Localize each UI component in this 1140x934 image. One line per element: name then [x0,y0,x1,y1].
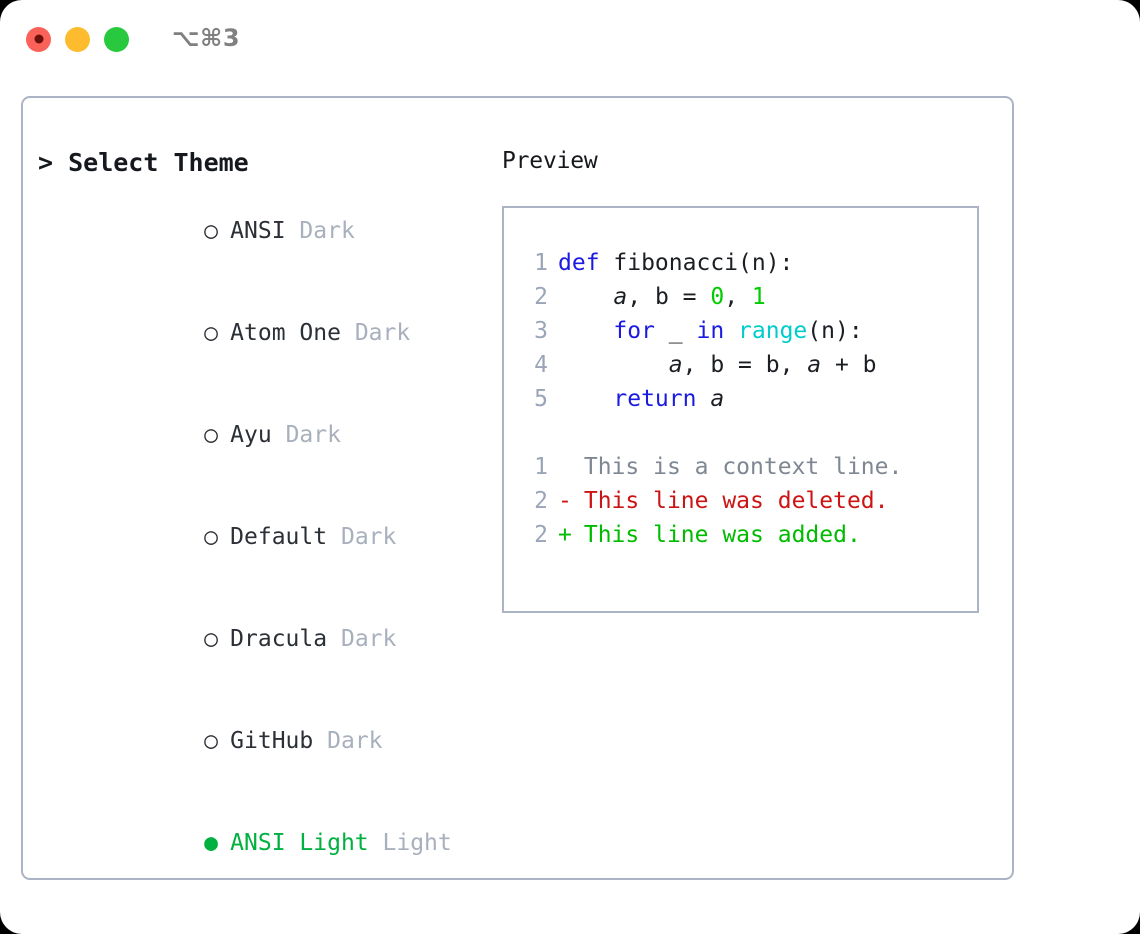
code-token-keyword: def [558,250,614,276]
radio-icon: ○ [204,218,219,244]
theme-kind [286,218,300,244]
theme-list-item[interactable]: ○ Default Dark [38,486,478,588]
theme-kind-label: Dark [340,626,397,652]
diff-line-context: 1 This is a context line. [512,450,971,484]
diff-text: This line was deleted. [583,488,889,514]
title-bar: ⌥⌘3 [0,0,1140,78]
code-diff-separator [512,416,971,450]
card-columns: > Select Theme ○ ANSI Dark ○ Atom One Dark… [23,98,1012,934]
theme-kind-label: Dark [340,524,397,550]
diff-line-added: 2 + This line was added. [512,518,971,552]
diff-marker [558,450,570,484]
diff-line-deleted: 2- This line was deleted. [512,484,971,518]
line-number: 4 [534,352,548,378]
theme-name: Ayu [230,422,272,448]
close-button[interactable] [26,26,51,52]
theme-list-item[interactable]: ○Ayu Light Light [38,894,478,934]
line-number: 5 [534,386,548,412]
code-token-number: 1 [751,284,766,310]
theme-list-item[interactable]: ○ ANSI Dark [38,180,478,282]
theme-list-pane: > Select Theme ○ ANSI Dark ○ Atom One Dark… [38,146,478,934]
theme-list-item[interactable]: ○ Atom One Dark [38,282,478,384]
code-sample: 1 def fibonacci(n): 2 a, b = 0, 1 3 for _… [512,246,971,552]
code-indent [558,318,613,344]
keyboard-shortcut-label: ⌥⌘3 [172,24,241,52]
code-indent [558,352,669,378]
theme-name: ANSI [230,218,286,244]
theme-list-item-selected[interactable]: ● ANSI Light Light [38,792,478,894]
radio-icon: ○ [204,524,219,550]
line-number: 1 [534,454,548,480]
code-token: b [654,284,669,310]
radio-icon: ○ [204,320,219,346]
code-token [696,386,710,412]
radio-icon: ○ [204,626,219,652]
preview-title: Preview [502,148,598,174]
code-line: 5 return a [512,382,971,416]
minimize-button[interactable] [65,26,90,52]
code-token: (n): [807,318,863,344]
code-token: , b = b, [682,352,808,378]
line-number: 2 [534,284,548,310]
theme-list-item[interactable]: ○ Dracula Dark [38,588,478,690]
theme-name: Default [230,524,328,550]
line-number: 1 [534,250,548,276]
code-indent [558,284,613,310]
theme-list: ○ ANSI Dark ○ Atom One Dark ○ Ayu Dark ○ Def… [38,180,478,934]
theme-name: ANSI Light [230,830,369,856]
radio-icon: ○ [204,928,230,934]
code-token-number: 0 [710,284,725,310]
code-token: = [668,284,711,310]
code-indent [558,386,613,412]
code-line: 4 a, b = b, a + b [512,348,971,382]
zoom-button[interactable] [104,26,129,52]
preview-pane: Preview 1 def fibonacci(n): 2 a, b = 0, 1… [502,146,992,613]
code-token [724,318,738,344]
code-line: 2 a, b = 0, 1 [512,280,971,314]
theme-name: GitHub [230,728,314,754]
select-theme-prompt: > Select Theme [38,148,249,177]
theme-kind-label: Light [369,932,438,934]
theme-name: Ayu Light [230,932,355,934]
code-token-variable: a [807,352,822,378]
code-token-function: range [738,318,808,344]
theme-kind-label: Dark [285,422,341,448]
code-token: , [724,284,752,310]
diff-text: This line was added. [583,522,861,548]
code-token: _ [654,318,697,344]
theme-name: Dracula [230,626,328,652]
code-token-variable: a [613,284,628,310]
code-token: , [627,284,655,310]
traffic-light-group [26,26,129,52]
radio-icon: ○ [204,728,219,754]
theme-list-item[interactable]: ○ Ayu Dark [38,384,478,486]
code-token-keyword: in [696,318,725,344]
preview-box: 1 def fibonacci(n): 2 a, b = 0, 1 3 for _… [502,206,979,613]
diff-marker: + [558,522,572,548]
diff-text: This is a context line. [583,454,903,480]
diff-marker: - [558,488,572,514]
theme-list-item[interactable]: ○ GitHub Dark [38,690,478,792]
line-number: 2 [534,522,548,548]
theme-kind-label: Dark [327,728,383,754]
theme-kind-label: Dark [299,218,355,244]
code-line: 3 for _ in range(n): [512,314,971,348]
line-number: 3 [534,318,548,344]
code-token-variable: a [710,386,725,412]
code-token-keyword: for [613,318,655,344]
theme-name: Atom One [230,320,341,346]
theme-kind-label: Light [382,830,452,856]
code-token: + b [821,352,877,378]
line-number: 2 [534,488,548,514]
theme-kind-label: Dark [354,320,411,346]
code-token: fibonacci(n): [613,250,794,276]
theme-picker-card: > Select Theme ○ ANSI Dark ○ Atom One Dark… [21,96,1014,934]
recording-indicator-icon [34,34,43,44]
code-line: 1 def fibonacci(n): [512,246,971,280]
code-token-variable: a [668,352,683,378]
code-token-keyword: return [613,386,697,412]
radio-icon-selected: ● [204,830,219,856]
radio-icon: ○ [204,422,219,448]
